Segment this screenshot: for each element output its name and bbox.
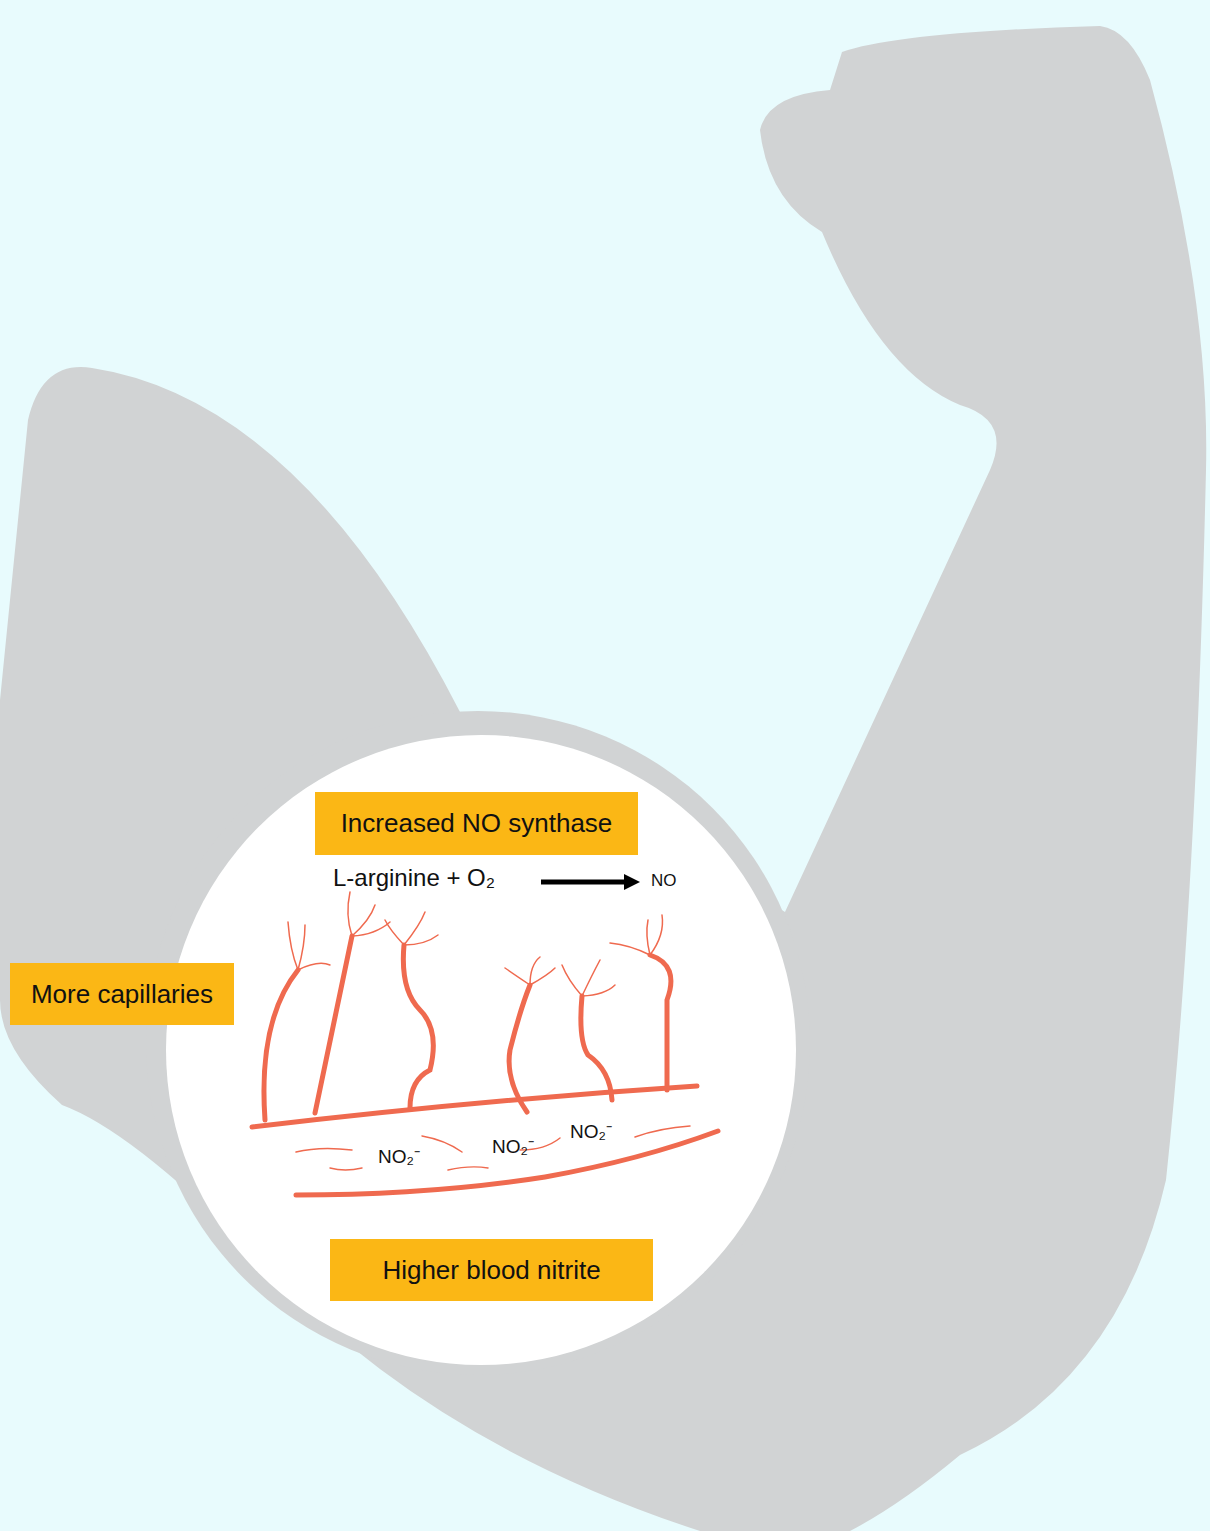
enzyme-box: Increased NO synthase (315, 792, 638, 855)
box-text: More capillaries (31, 979, 213, 1010)
nitrite-label: NO₂⁻ (570, 1118, 612, 1144)
reaction-arrow (541, 874, 640, 890)
circle-rim (146, 711, 810, 1375)
nitrite-box: Higher blood nitrite (330, 1239, 653, 1301)
reaction-formula: L-arginine + O₂ (333, 864, 495, 892)
box-text: Higher blood nitrite (382, 1255, 600, 1286)
product-label: NO (651, 871, 677, 891)
arm-silhouette (0, 26, 1206, 1531)
capillary-box: More capillaries (10, 963, 234, 1025)
box-text: Increased NO synthase (341, 808, 613, 839)
blood-vessels (252, 892, 718, 1195)
nitrite-label: NO₂⁻ (378, 1143, 420, 1169)
zoom-circle (166, 735, 796, 1365)
nitrite-label: NO₂⁻ (492, 1133, 534, 1159)
